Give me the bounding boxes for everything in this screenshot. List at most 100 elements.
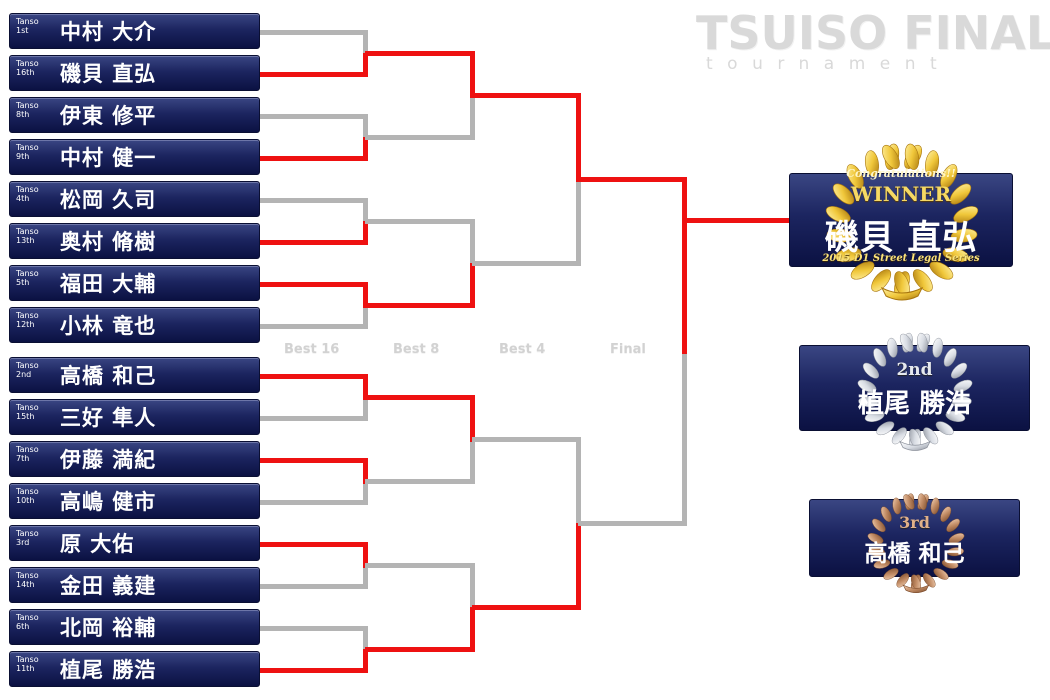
bracket-line-r2 [365,478,475,484]
second-place-box: 2nd 植尾 勝浩 [799,332,1030,451]
bracket-line-r1 [260,583,368,589]
seed-prefix: Tanso [16,403,39,412]
bracket-line-r2 [365,646,475,652]
bracket-line-r2 [365,302,475,308]
bracket-line-r2 [365,218,475,224]
seed-rank: 7th [16,454,30,463]
player-name: 高橋 和己 [60,364,157,388]
player-name: 小林 竜也 [60,314,157,338]
bracket-line-r1 [362,565,368,589]
player-name: 高嶋 健市 [60,490,157,514]
second-place-name: 植尾 勝浩 [857,389,972,419]
seed-rank: 3rd [16,538,30,547]
seed-prefix: Tanso [16,59,39,68]
bracket-line-r1 [260,155,368,161]
bracket-line-r1 [362,544,368,568]
seed-rank: 2nd [16,370,32,379]
seed-rank: 15th [16,412,35,421]
seed-prefix: Tanso [16,487,39,496]
bracket-line-r3 [472,92,581,98]
seed-rank: 14th [16,580,35,589]
bracket-line-r3 [575,523,581,610]
seed-rank: 10th [16,496,35,505]
bracket-line-r1 [362,284,368,308]
bracket-line-r1 [362,137,368,161]
bracket-line-r1 [260,373,368,379]
bracket-line-r3 [472,436,581,442]
winner-congrats: Congratulations!! [846,167,956,180]
round-label-best4: Best 4 [499,342,546,357]
bracket-line-r2 [469,53,475,98]
seed-prefix: Tanso [16,445,39,454]
player-name: 磯貝 直弘 [60,62,157,86]
bracket-line-r1 [260,667,368,673]
seed-prefix: Tanso [16,529,39,538]
third-place-label: 3rd [899,513,930,532]
laurel-wreath-gold-icon [825,143,979,301]
player-name: 原 大佑 [60,532,135,556]
page-title: TSUISO FINAL [696,6,1050,60]
seed-prefix: Tanso [16,227,39,236]
bracket-line-r1 [260,281,368,287]
second-place-label: 2nd [896,360,933,380]
bracket-line-r1 [260,499,368,505]
bracket-line-r1 [362,481,368,505]
bracket-line-r2 [365,394,475,400]
seed-prefix: Tanso [16,143,39,152]
winner-name: 磯貝 直弘 [824,218,978,258]
seed-prefix: Tanso [16,185,39,194]
bracket-line-r1 [362,221,368,245]
bracket-line-final [578,176,687,182]
bracket-line-r1 [260,113,368,119]
seed-prefix: Tanso [16,361,39,370]
bracket-line-r1 [362,32,368,56]
bracket-line-r2 [469,263,475,308]
bracket-line-r1 [362,305,368,329]
bracket-line-r1 [260,625,368,631]
bracket-line-r3 [575,179,581,266]
winner-box: Congratulations!! WINNER 磯貝 直弘 2015 D1 S… [789,143,1013,301]
bracket-line-r1 [362,200,368,224]
bracket-line-r1 [260,239,368,245]
seed-prefix: Tanso [16,655,39,664]
bracket-line-r3 [575,439,581,526]
player-name: 福田 大輔 [60,272,157,296]
player-name: 伊東 修平 [60,104,157,128]
third-place-box: 3rd 高橋 和己 [809,493,1020,594]
seed-rank: 6th [16,622,30,631]
seed-rank: 16th [16,68,35,77]
bracket-line-r1 [362,628,368,652]
bracket-line-r1 [362,397,368,421]
bracket-line-r1 [362,53,368,77]
bracket-line-r3 [472,604,581,610]
winner-series: 2015 D1 Street Legal Series [822,253,980,264]
bracket-line-final [681,351,687,526]
seed-rank: 5th [16,278,30,287]
seed-prefix: Tanso [16,311,39,320]
player-name: 松岡 久司 [60,188,157,212]
bracket-line-r2 [469,607,475,652]
seed-rank: 12th [16,320,35,329]
seed-rank: 9th [16,152,30,161]
